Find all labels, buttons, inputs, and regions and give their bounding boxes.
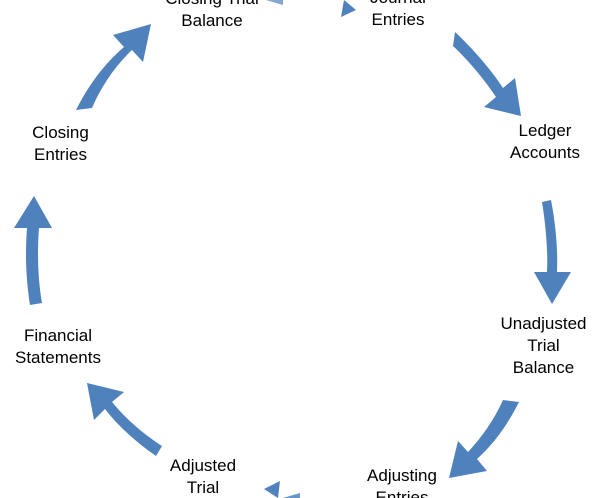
node-closing-trial-balance: Closing Trial Balance: [165, 0, 259, 30]
node-journal-entries: Journal Entries: [370, 0, 426, 29]
arrow-adjusted-to-financial-icon: [87, 383, 162, 456]
node-adjusted-trial-balance: Adjusted Trial Balance: [169, 456, 237, 497]
arrow-closing-trial-to-journal-icon: [266, 0, 356, 17]
node-financial-statements: Financial Statements: [15, 326, 101, 367]
arrow-adjusting-to-adjusted-icon: [264, 481, 300, 498]
arrow-financial-to-closing-icon: [14, 196, 52, 305]
arrow-closing-to-closing-trial-icon: [76, 24, 151, 110]
arrow-unadjusted-to-adjusting-icon: [449, 400, 519, 478]
arrow-journal-to-ledger-icon: [453, 32, 521, 116]
node-unadjusted-trial-balance: Unadjusted Trial Balance: [500, 314, 587, 377]
node-ledger-accounts: Ledger Accounts: [510, 121, 580, 162]
node-adjusting-entries: Adjusting Entries: [367, 466, 437, 498]
node-closing-entries: Closing Entries: [32, 123, 89, 164]
arrow-ledger-to-unadjusted-icon: [534, 200, 571, 304]
